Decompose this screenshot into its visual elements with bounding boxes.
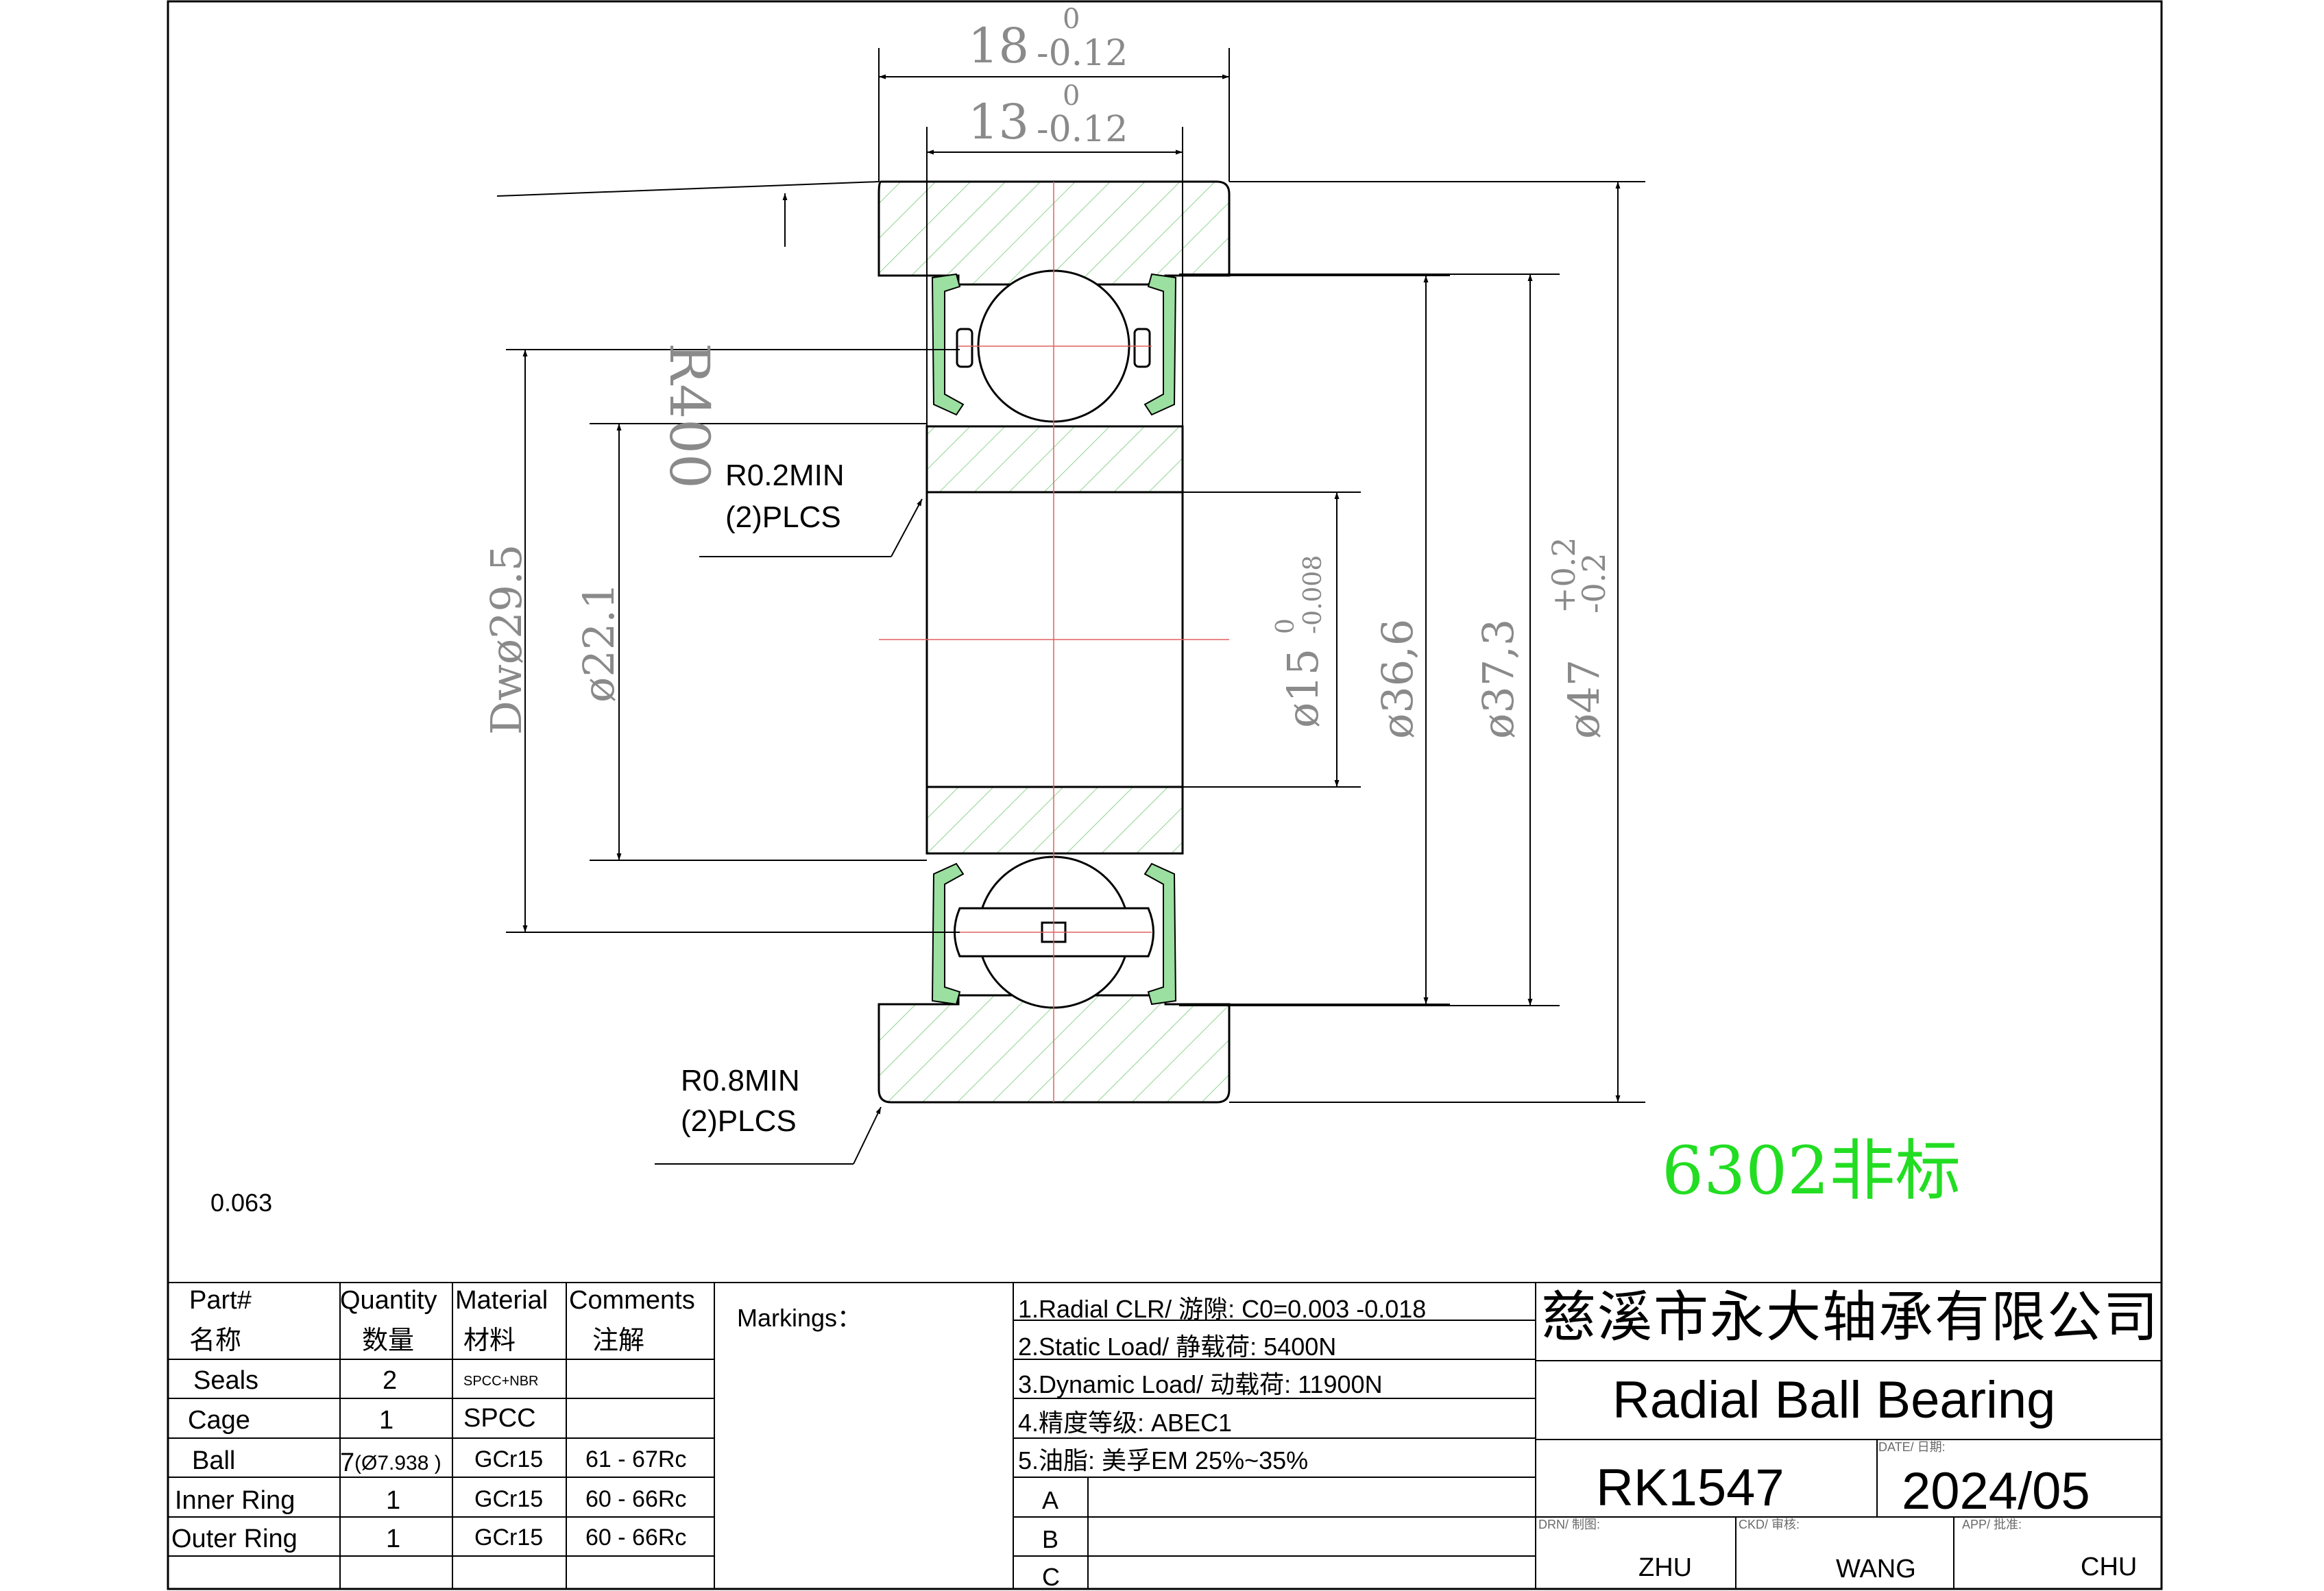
row-inner-comment: 60 - 66Rc [585, 1486, 687, 1512]
row-cage-material: SPCC [463, 1404, 536, 1433]
dim-width-13: 13 [968, 94, 1030, 150]
date-label: DATE/ 日期: [1878, 1440, 1946, 1454]
fillet-large-count: (2)PLCS [681, 1104, 797, 1138]
dim-bore-15-upper: 0 [1272, 618, 1300, 634]
dim-r400: R400 [657, 343, 721, 489]
dim-37-3: ø37,3 [1473, 618, 1523, 739]
ckd-value: WANG [1836, 1555, 1916, 1583]
row-inner-material: GCr15 [474, 1486, 544, 1512]
revision-c: C [1042, 1563, 1060, 1591]
fillet-small-count: (2)PLCS [725, 500, 841, 534]
fillet-small-label: R0.2MIN [725, 459, 845, 492]
seals [931, 273, 1177, 1006]
dim-bore-15: ø15 [1278, 648, 1328, 728]
row-ball-qty-extra: (Ø7.938 ) [354, 1452, 441, 1474]
dim-width-13-upper: 0 [1063, 80, 1080, 112]
date-value: 2024/05 [1902, 1462, 2090, 1520]
drn-label: DRN/ 制图: [1538, 1518, 1600, 1531]
centerlines [879, 182, 1229, 1102]
fillet-large-label: R0.8MIN [681, 1064, 800, 1097]
dim-width-18: 18 [968, 18, 1030, 74]
spec-radial-clearance: 1.Radial CLR/ 游隙: C0=0.003 -0.018 [1018, 1295, 1427, 1323]
header-part-en: Part# [189, 1286, 252, 1315]
markings-label: Markings： [737, 1304, 862, 1332]
inner-ring-bottom [925, 786, 1184, 855]
company-name: 慈溪市永大轴承有限公司 [1541, 1285, 2159, 1349]
header-comments-cn: 注解 [592, 1325, 645, 1355]
row-outer-part: Outer Ring [171, 1525, 298, 1553]
table-grid [168, 1282, 2162, 1589]
ckd-label: CKD/ 审核: [1739, 1518, 1800, 1531]
scale-note: 0.063 [210, 1189, 273, 1217]
row-seals-qty: 2 [383, 1366, 398, 1395]
row-seals-part: Seals [193, 1366, 259, 1395]
spec-dynamic-load: 3.Dynamic Load/ 动载荷: 11900N [1018, 1370, 1383, 1398]
app-label: APP/ 批准: [1962, 1518, 2022, 1531]
dim-od-47-lower: -0.2 [1575, 552, 1612, 614]
inner-ring-top [925, 425, 1184, 494]
row-cage-part: Cage [188, 1406, 250, 1435]
row-inner-part: Inner Ring [175, 1486, 295, 1515]
row-cage-qty: 1 [379, 1406, 394, 1435]
product-name: Radial Ball Bearing [1612, 1371, 2056, 1429]
dimension-lines [496, 48, 1645, 1165]
header-part-cn: 名称 [189, 1325, 242, 1355]
row-outer-comment: 60 - 66Rc [585, 1525, 687, 1551]
header-material-cn: 材料 [463, 1325, 516, 1355]
revision-a: A [1042, 1486, 1059, 1514]
spec-static-load: 2.Static Load/ 静载荷: 5400N [1018, 1333, 1337, 1361]
dim-dw-29-5: Dwø29.5 [481, 544, 531, 735]
row-ball-qty: 7 [340, 1448, 355, 1477]
spec-grease: 5.油脂: 美孚EM 25%~35% [1018, 1446, 1309, 1474]
dim-36-6: ø36,6 [1372, 618, 1423, 739]
part-number: RK1547 [1596, 1459, 1784, 1517]
dim-bore-15-lower: -0.008 [1299, 555, 1327, 634]
row-outer-qty: 1 [386, 1525, 401, 1553]
header-comments-en: Comments [569, 1286, 695, 1315]
app-value: CHU [2081, 1553, 2138, 1581]
spec-precision-grade: 4.精度等级: ABEC1 [1018, 1409, 1233, 1437]
header-material-en: Material [455, 1286, 548, 1315]
row-ball-part: Ball [192, 1446, 236, 1475]
drawing-frame [167, 0, 2163, 1590]
dim-width-18-lower: -0.12 [1037, 33, 1128, 74]
row-ball-material: GCr15 [474, 1446, 544, 1472]
row-inner-qty: 1 [386, 1486, 401, 1515]
part-label: 6302非标 [1662, 1132, 1961, 1209]
dim-od-47: ø47 [1559, 659, 1609, 739]
cage-top [956, 328, 1151, 368]
header-qty-en: Quantity [340, 1286, 437, 1315]
drn-value: ZHU [1638, 1553, 1693, 1582]
dim-width-18-upper: 0 [1063, 3, 1080, 35]
revision-b: B [1042, 1525, 1059, 1553]
header-qty-cn: 数量 [362, 1325, 415, 1355]
dim-22-1: ø22.1 [574, 582, 624, 703]
row-seals-material: SPCC+NBR [463, 1374, 539, 1389]
row-outer-material: GCr15 [474, 1525, 544, 1551]
dim-width-13-lower: -0.12 [1037, 109, 1128, 150]
row-ball-comment: 61 - 67Rc [585, 1446, 687, 1472]
